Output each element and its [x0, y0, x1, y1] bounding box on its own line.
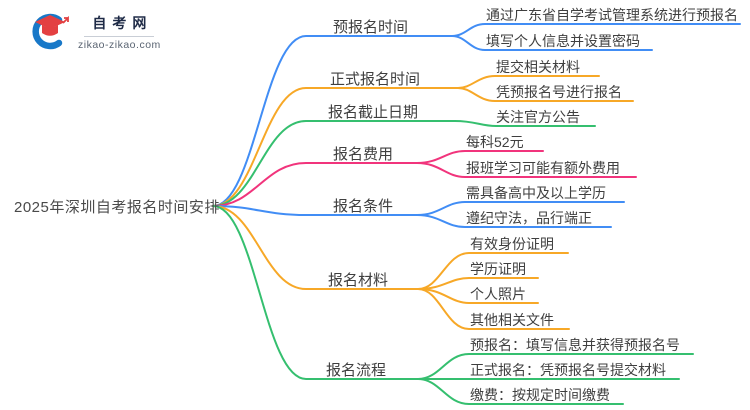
branch-registration-deadline: 报名截止日期 — [328, 104, 419, 121]
leaf-personal-photo: 个人照片 — [470, 286, 526, 302]
logo-site-name: 自考网 — [92, 15, 153, 31]
branch-pre-registration-time: 预报名时间 — [333, 19, 409, 36]
leaf-valid-id: 有效身份证明 — [470, 236, 554, 252]
leaf-process-payment: 缴费：按规定时间缴费 — [470, 387, 610, 403]
branch-lines-registration-deadline — [212, 120, 596, 207]
branch-lines-registration-fee — [212, 150, 637, 207]
branch-registration-materials: 报名材料 — [328, 272, 389, 289]
root-node: 2025年深圳自考报名时间安排 — [14, 199, 220, 216]
logo-text-block: 自考网 zikao-zikao.com — [78, 13, 161, 51]
logo-site-domain: zikao-zikao.com — [78, 39, 161, 51]
leaf-fill-info-set-password: 填写个人信息并设置密码 — [486, 33, 640, 49]
branch-lines-pre-registration-time — [212, 23, 741, 207]
leaf-fee-per-subject: 每科52元 — [466, 134, 524, 150]
leaf-register-with-prereg-number: 凭预报名号进行报名 — [496, 84, 622, 100]
branch-registration-conditions: 报名条件 — [333, 198, 394, 215]
leaf-follow-official-announcements: 关注官方公告 — [496, 109, 580, 125]
logo-divider — [84, 36, 155, 37]
leaf-process-preregistration: 预报名：填写信息并获得预报名号 — [470, 337, 680, 353]
branch-official-registration-time: 正式报名时间 — [330, 71, 421, 88]
site-logo: 自考网 zikao-zikao.com — [30, 10, 161, 54]
branch-registration-process: 报名流程 — [326, 362, 387, 379]
leaf-other-documents: 其他相关文件 — [470, 312, 554, 328]
branch-lines-registration-materials — [212, 205, 570, 330]
leaf-process-official-registration: 正式报名：凭预报名号提交材料 — [470, 362, 666, 378]
leaf-high-school-education-required: 需具备高中及以上学历 — [466, 185, 606, 201]
leaf-submit-materials: 提交相关材料 — [496, 59, 580, 75]
leaf-extra-class-fees: 报班学习可能有额外费用 — [466, 160, 620, 176]
branch-lines-official-registration-time — [212, 75, 634, 207]
leaf-education-certificate: 学历证明 — [470, 261, 526, 277]
leaf-law-abiding-good-conduct: 遵纪守法，品行端正 — [466, 210, 592, 226]
branch-lines-registration-process — [212, 205, 694, 405]
branch-registration-fee: 报名费用 — [333, 146, 394, 163]
leaf-preregister-via-guangdong-system: 通过广东省自学考试管理系统进行预报名 — [486, 7, 738, 23]
graduation-cap-logo-icon — [32, 13, 69, 50]
branch-lines-registration-conditions — [212, 201, 625, 228]
